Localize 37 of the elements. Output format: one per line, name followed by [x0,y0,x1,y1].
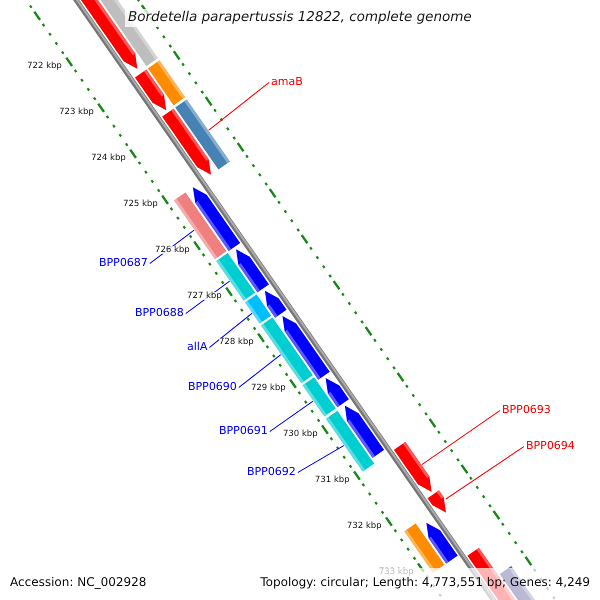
gene-feature [175,100,230,170]
scale-label: 726 kbp [155,246,190,254]
scale-label: 722 kbp [27,62,62,70]
scale-label: 724 kbp [91,154,126,162]
gene-label: BPP0694 [526,440,575,451]
leader-line [238,354,282,388]
gene-label: BPP0688 [135,307,184,318]
gene-feature [261,317,313,384]
leader-line [269,400,314,432]
scale-label: 728 kbp [219,338,254,346]
gene-label: BPP0691 [219,425,268,436]
gene-label: amaB [271,76,303,87]
leader-line [208,312,252,348]
gene-label: allA [187,341,208,352]
gene-feature [245,294,272,324]
gene-label: BPP0693 [502,404,551,415]
scale-label: 730 kbp [282,430,318,438]
gene-label: BPP0687 [99,257,148,268]
leader-line [208,82,270,131]
gene-feature [394,442,432,492]
scale-label: 727 kbp [187,292,222,300]
scale-label: 731 kbp [314,476,350,484]
scale-label: 723 kbp [59,108,94,116]
gene-feature [302,377,336,416]
footer-text: Accession: NC_002928 [10,576,146,588]
gene-feature [428,490,446,513]
leader-line [421,410,500,466]
gene-feature [326,410,374,472]
gene-label: BPP0692 [247,466,296,477]
scale-label: 725 kbp [123,200,158,208]
scale-label: 732 kbp [346,522,382,530]
gene-feature [174,192,226,260]
footer-text: Topology: circular; Length: 4,773,551 bp; Genes: 4,249 [260,576,590,588]
leader-line [445,446,524,500]
leader-line [297,445,344,473]
gene-label: BPP0690 [188,381,237,392]
scale-label: 729 kbp [250,384,286,392]
